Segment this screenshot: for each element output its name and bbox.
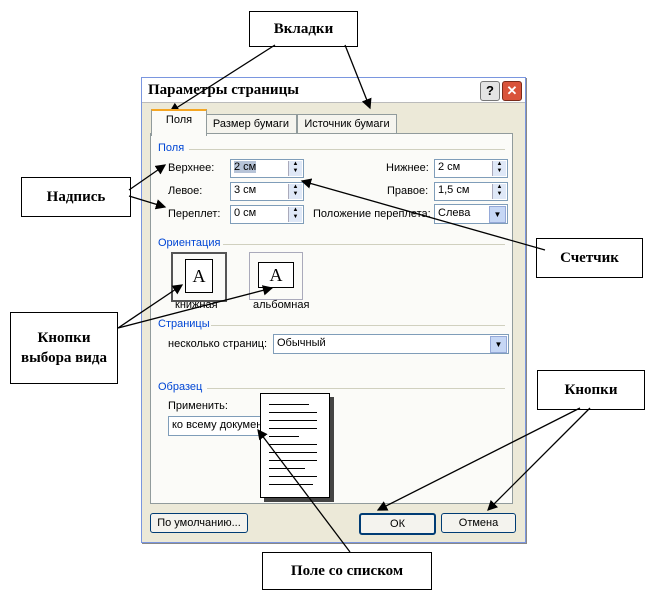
tab-margins[interactable]: Поля <box>151 109 207 136</box>
apply-to-value[interactable]: ко всему документу <box>172 419 273 431</box>
preview-line <box>269 420 317 421</box>
gutter-position-label: Положение переплета: <box>313 208 431 220</box>
landscape-button[interactable]: A <box>249 252 303 300</box>
portrait-button[interactable]: A <box>171 252 227 302</box>
right-margin-value[interactable]: 1,5 см <box>438 184 470 196</box>
spinner-arrows-icon[interactable]: ▲▼ <box>288 161 302 176</box>
tab-panel: Поля Верхнее: 2 см ▲▼ Нижнее: 2 см ▲▼ Ле… <box>150 133 513 504</box>
top-margin-value[interactable]: 2 см <box>234 161 257 173</box>
right-margin-spinner[interactable]: 1,5 см ▲▼ <box>434 182 508 201</box>
left-margin-spinner[interactable]: 3 см ▲▼ <box>230 182 304 201</box>
landscape-page-icon: A <box>258 262 294 288</box>
spinner-arrows-icon[interactable]: ▲▼ <box>492 184 506 199</box>
landscape-label: альбомная <box>253 299 310 311</box>
callout-counter: Счетчик <box>536 238 643 278</box>
callout-view-buttons: Кнопки выбора вида <box>10 312 118 384</box>
sample-preview-page <box>260 393 330 498</box>
dialog-title: Параметры страницы <box>148 82 299 98</box>
tab-paper-source[interactable]: Источник бумаги <box>297 114 397 134</box>
preview-line <box>269 468 305 469</box>
help-button[interactable]: ? <box>480 81 500 101</box>
preview-line <box>269 404 309 405</box>
page-setup-dialog: Параметры страницы ? ✕ Поля Размер бумаг… <box>141 77 526 543</box>
callout-tabs: Вкладки <box>249 11 358 47</box>
right-margin-label: Правое: <box>387 185 429 197</box>
preview-line <box>269 428 317 429</box>
gutter-position-value[interactable]: Слева <box>438 207 471 219</box>
callout-buttons: Кнопки <box>537 370 645 410</box>
spinner-arrows-icon[interactable]: ▲▼ <box>492 161 506 176</box>
chevron-down-icon[interactable]: ▼ <box>489 206 506 223</box>
portrait-page-icon: A <box>185 259 213 293</box>
preview-line <box>269 412 317 413</box>
group-sample-title: Образец <box>158 381 203 393</box>
callout-label: Надпись <box>21 177 131 217</box>
spinner-arrows-icon[interactable]: ▲▼ <box>288 184 302 199</box>
multiple-pages-label: несколько страниц: <box>168 338 268 350</box>
bottom-margin-value[interactable]: 2 см <box>438 161 461 173</box>
preview-line <box>269 460 317 461</box>
left-margin-value[interactable]: 3 см <box>234 184 257 196</box>
multiple-pages-select[interactable]: Обычный ▼ <box>273 334 509 354</box>
callout-combo-box: Поле со списком <box>262 552 432 590</box>
divider <box>223 244 505 245</box>
close-button[interactable]: ✕ <box>502 81 522 101</box>
gutter-position-select[interactable]: Слева ▼ <box>434 204 508 224</box>
divider <box>211 325 505 326</box>
gutter-value[interactable]: 0 см <box>234 207 257 219</box>
gutter-label: Переплет: <box>168 208 221 220</box>
group-orientation-title: Ориентация <box>158 237 221 249</box>
left-margin-label: Левое: <box>168 185 203 197</box>
tab-paper-size[interactable]: Размер бумаги <box>205 114 297 134</box>
bottom-margin-label: Нижнее: <box>386 162 429 174</box>
default-button[interactable]: По умолчанию... <box>150 513 248 533</box>
preview-line <box>269 436 299 437</box>
top-margin-spinner[interactable]: 2 см ▲▼ <box>230 159 304 178</box>
portrait-label: книжная <box>175 299 218 311</box>
bottom-margin-spinner[interactable]: 2 см ▲▼ <box>434 159 508 178</box>
multiple-pages-value[interactable]: Обычный <box>277 337 326 349</box>
apply-label: Применить: <box>168 400 228 412</box>
divider <box>207 388 505 389</box>
group-margins-title: Поля <box>158 142 185 154</box>
spinner-arrows-icon[interactable]: ▲▼ <box>288 207 302 222</box>
chevron-down-icon[interactable]: ▼ <box>490 336 507 353</box>
preview-line <box>269 444 317 445</box>
gutter-spinner[interactable]: 0 см ▲▼ <box>230 205 304 224</box>
title-bar[interactable]: Параметры страницы ? ✕ <box>142 78 525 103</box>
top-margin-label: Верхнее: <box>168 162 215 174</box>
cancel-button[interactable]: Отмена <box>441 513 516 533</box>
divider <box>189 149 505 150</box>
group-pages-title: Страницы <box>158 318 210 330</box>
preview-line <box>269 476 317 477</box>
ok-button[interactable]: ОК <box>359 513 436 535</box>
preview-line <box>269 452 317 453</box>
preview-line <box>269 484 313 485</box>
